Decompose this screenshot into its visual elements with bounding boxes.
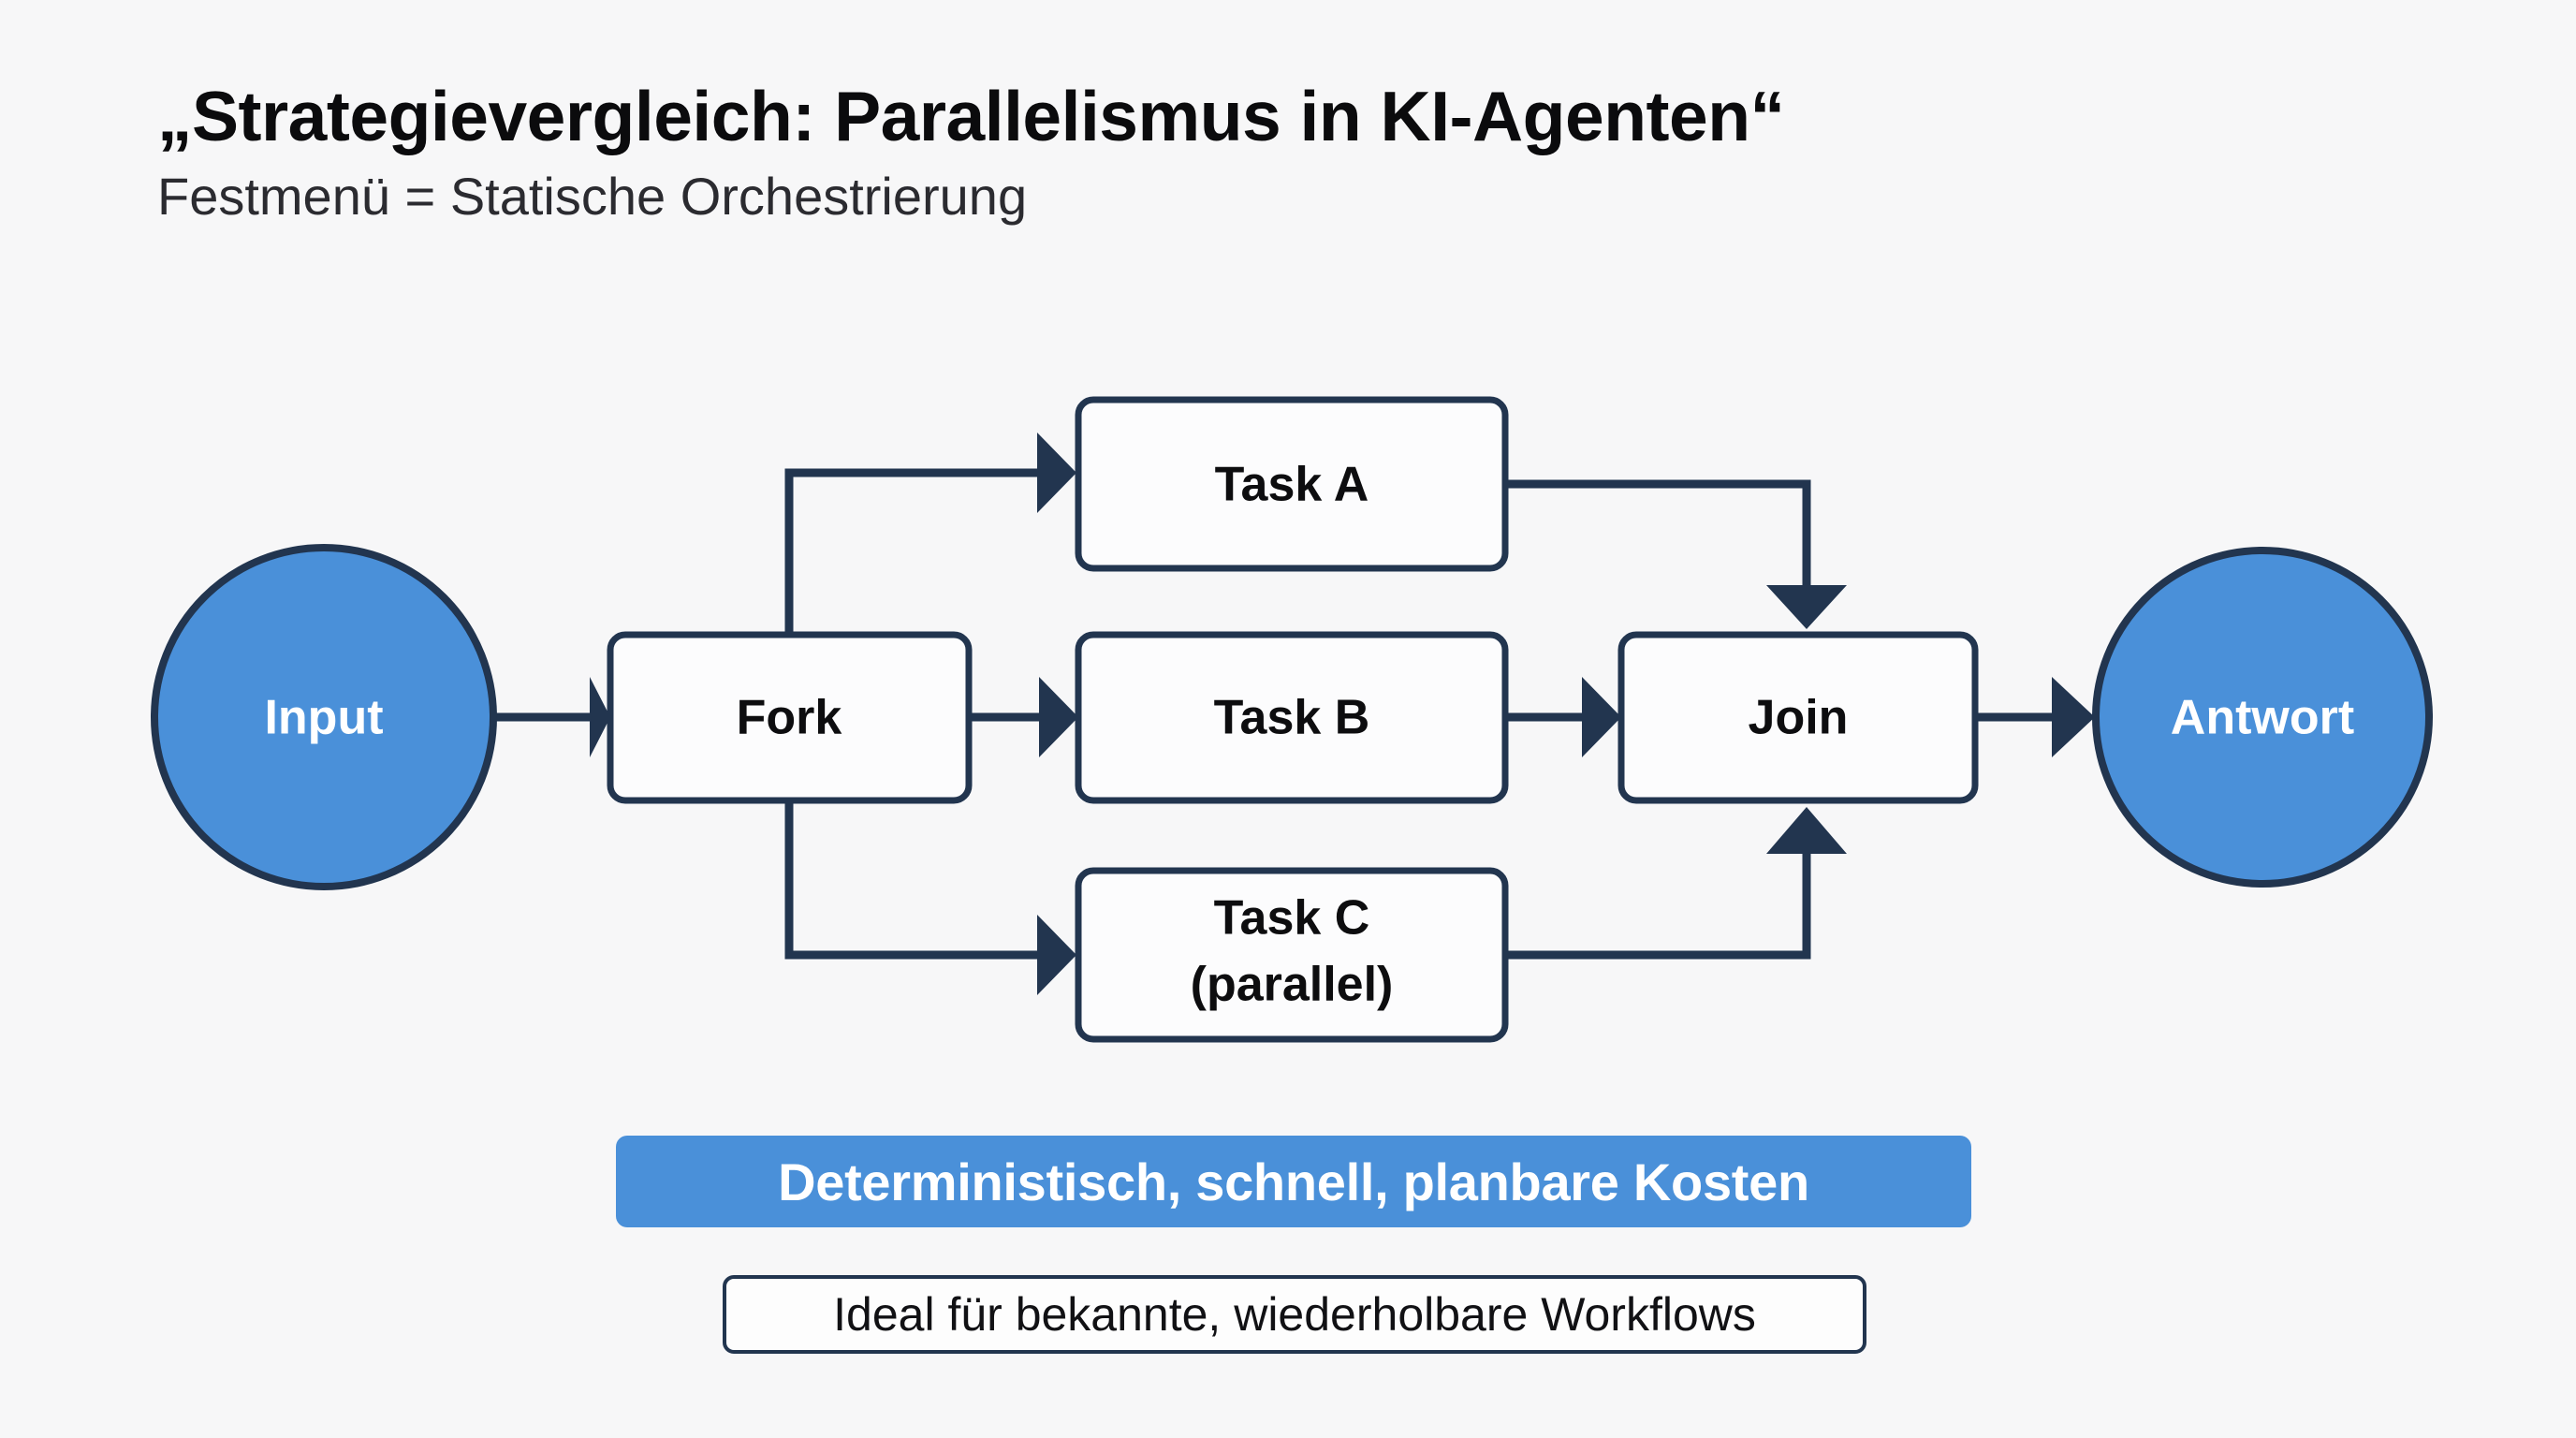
node-task-c-label: Task C xyxy=(1214,891,1370,946)
edge-fork-to-task-b xyxy=(969,677,1078,757)
node-task-a-label: Task A xyxy=(1215,458,1369,512)
edge-input-to-fork xyxy=(493,677,610,757)
node-answer-label: Antwort xyxy=(2171,691,2354,745)
node-task-b[interactable]: Task B xyxy=(1075,631,1509,804)
node-join[interactable]: Join xyxy=(1617,631,1979,804)
node-task-b-label: Task B xyxy=(1214,691,1370,745)
caption-box-text: Ideal für bekannte, wiederholbare Workfl… xyxy=(833,1288,1756,1341)
edge-join-to-answer xyxy=(1975,677,2095,757)
page-subtitle: Festmenü = Statische Orchestrierung xyxy=(157,166,1028,226)
node-task-a[interactable]: Task A xyxy=(1075,396,1509,572)
edge-task-a-to-join xyxy=(1505,479,1847,629)
header: „Strategievergleich: Parallelismus in KI… xyxy=(157,81,2404,224)
node-join-label: Join xyxy=(1749,691,1849,745)
highlight-banner: Deterministisch, schnell, planbare Koste… xyxy=(616,1136,1971,1227)
edge-task-c-to-join xyxy=(1505,807,1847,960)
node-fork[interactable]: Fork xyxy=(607,631,973,804)
page-title: „Strategievergleich: Parallelismus in KI… xyxy=(157,77,1785,155)
highlight-banner-text: Deterministisch, schnell, planbare Koste… xyxy=(778,1152,1809,1211)
node-input-label: Input xyxy=(264,691,383,745)
edge-fork-to-task-c xyxy=(784,800,1076,995)
node-task-c-sublabel: (parallel) xyxy=(1191,958,1394,1012)
node-input[interactable]: Input xyxy=(151,544,497,890)
node-task-c[interactable]: Task C (parallel) xyxy=(1075,867,1509,1043)
caption-box: Ideal für bekannte, wiederholbare Workfl… xyxy=(723,1275,1866,1354)
edge-task-b-to-join xyxy=(1505,677,1621,757)
node-fork-label: Fork xyxy=(737,691,842,745)
node-answer[interactable]: Antwort xyxy=(2092,547,2433,888)
edge-fork-to-task-a xyxy=(784,433,1076,635)
